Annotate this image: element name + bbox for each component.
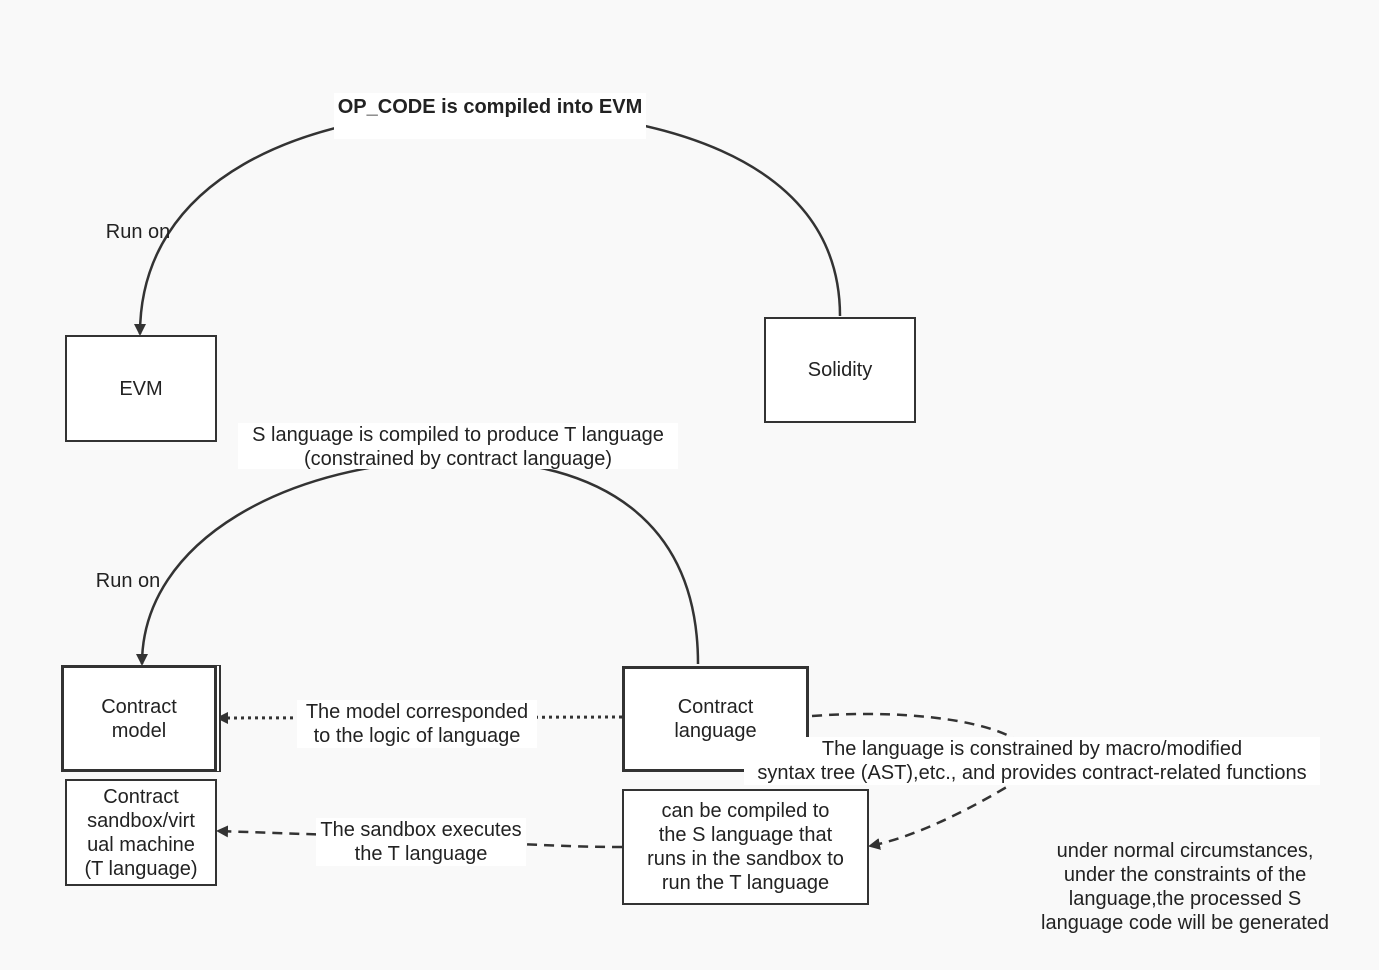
edge-solidity-to-evm: [134, 108, 842, 336]
edge-model-logic: [216, 711, 623, 724]
edge-label-opcode: OP_CODE is compiled into EVM: [334, 93, 646, 139]
edge-label-model-logic: The model corresponded to the logic of l…: [297, 700, 537, 748]
contract-language-node: Contract language: [622, 666, 809, 772]
edge-label-run-on-top: Run on: [105, 221, 171, 243]
note-text: under normal circumstances, under the co…: [1041, 840, 1329, 934]
edge-label-s-to-t: S language is compiled to produce T lang…: [238, 423, 678, 470]
evm-node: EVM: [65, 335, 217, 442]
contract-sandbox-node: Contract sandbox/virt ual machine (T lan…: [65, 779, 217, 886]
solidity-node: Solidity: [764, 317, 916, 423]
edge-label-sandbox-exec: The sandbox executes the T language: [316, 818, 526, 866]
compiled-s-language-node: can be compiled to the S language that r…: [622, 789, 869, 905]
contract-model-node: Contract model: [61, 665, 217, 772]
edge-language-to-model-arc: [136, 458, 700, 666]
edge-label-constraint: The language is constrained by macro/mod…: [744, 737, 1320, 785]
edge-label-run-on-bottom: Run on: [95, 570, 161, 592]
